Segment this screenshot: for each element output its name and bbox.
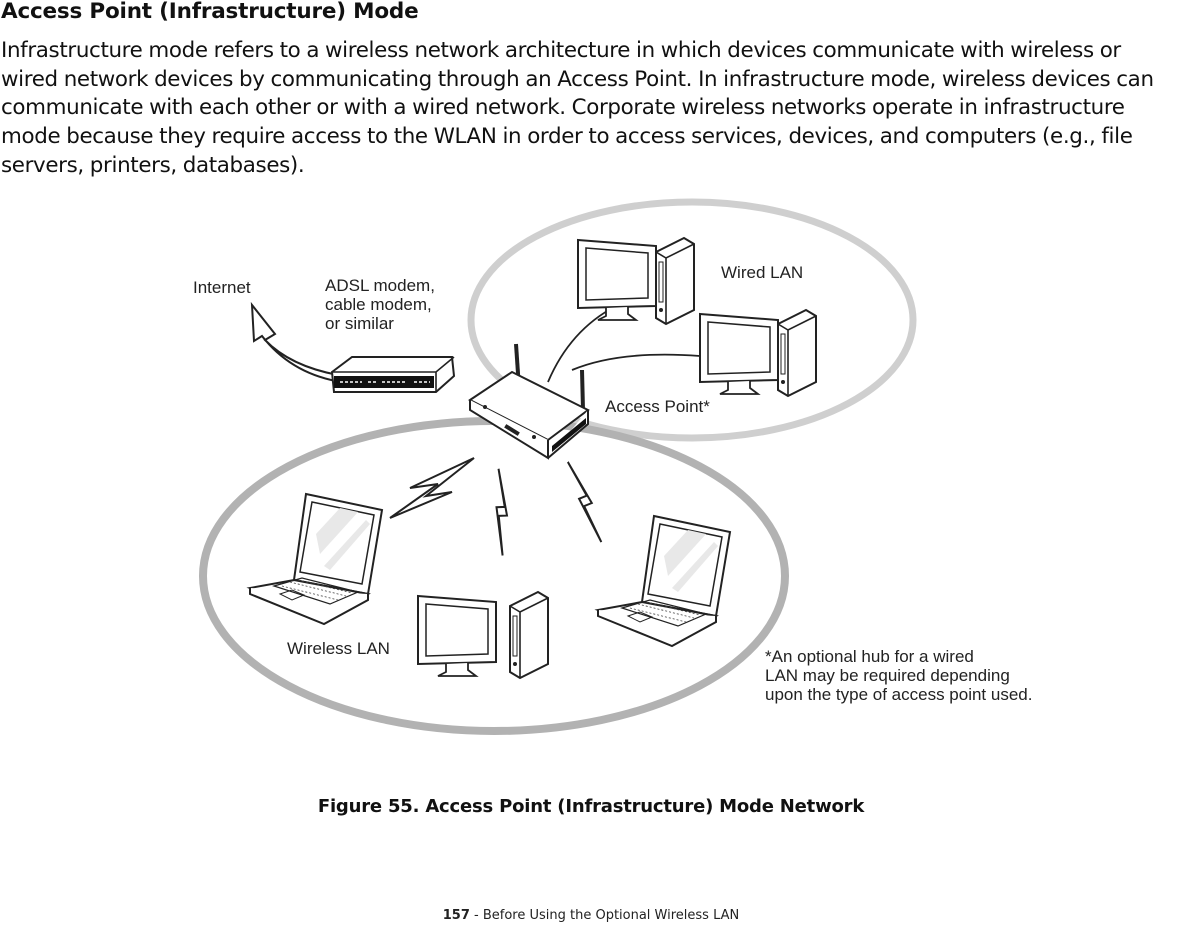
access-point-icon — [468, 343, 590, 460]
wired-cable — [571, 353, 701, 371]
wireless-desktop — [417, 591, 549, 679]
wireless-signal-icon — [389, 457, 475, 519]
wired-desktop-1 — [577, 237, 695, 325]
page-number: 157 — [442, 908, 470, 923]
body-paragraph: Infrastructure mode refers to a wireless… — [1, 38, 1154, 178]
wired-desktop-2 — [699, 309, 817, 397]
wireless-signal-icon — [566, 457, 603, 547]
wireless-laptop-2 — [597, 515, 731, 647]
modem-icon — [330, 356, 456, 393]
footnote-label: *An optional hub for a wired LAN may be … — [765, 647, 1033, 704]
footer-section: - Before Using the Optional Wireless LAN — [469, 908, 740, 923]
wired-lan-label: Wired LAN — [721, 263, 804, 282]
wireless-signal-icon — [480, 467, 522, 557]
internet-arrow-icon — [250, 301, 340, 383]
wireless-lan-label: Wireless LAN — [287, 639, 390, 658]
network-diagram-svg — [199, 198, 917, 735]
figure-caption: Figure 55. Access Point (Infrastructure)… — [317, 796, 865, 817]
wireless-laptop-1 — [249, 493, 383, 625]
network-diagram: Internet ADSL modem, cable modem, or sim… — [0, 190, 1182, 750]
section-heading: Access Point (Infrastructure) Mode — [1, 0, 419, 24]
modem-label: ADSL modem, cable modem, or similar — [325, 276, 435, 333]
internet-label: Internet — [193, 278, 251, 297]
page-footer: 157 - Before Using the Optional Wireless… — [0, 908, 1182, 923]
access-point-label: Access Point* — [605, 397, 710, 416]
wired-lan-boundary — [467, 198, 917, 442]
